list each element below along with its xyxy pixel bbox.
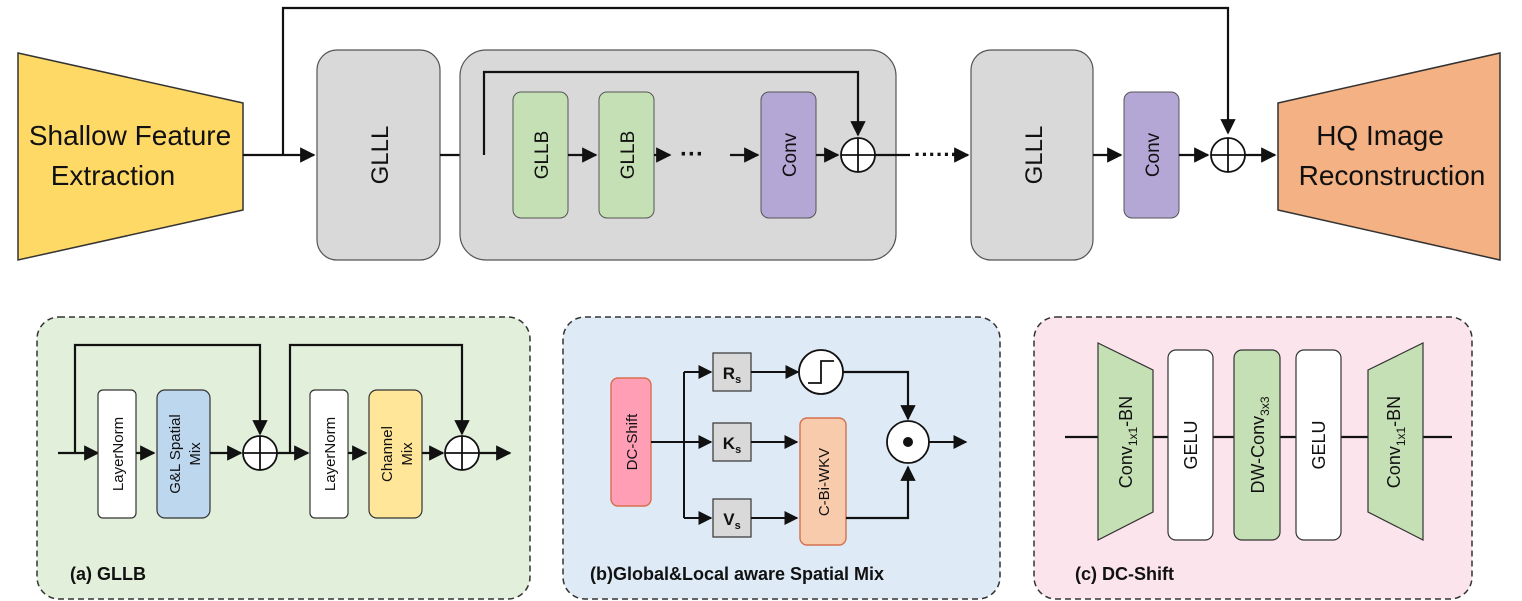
- inner-ellipsis: ···: [680, 141, 704, 168]
- svg-text:LayerNorm: LayerNorm: [322, 417, 339, 491]
- svg-text:Mix: Mix: [399, 442, 416, 466]
- add-icon-a1: [242, 435, 278, 471]
- layernorm-box-2: LayerNorm: [309, 389, 349, 519]
- conv-block-inner: Conv: [760, 91, 817, 219]
- svg-text:GLLB: GLLB: [532, 131, 553, 180]
- gll-block-last: GLLL: [970, 49, 1094, 261]
- sigmoid-gate-icon: [798, 349, 844, 395]
- r-box: Rs: [712, 352, 752, 392]
- svg-text:Vs: Vs: [723, 510, 740, 532]
- top-pipeline: Shallow Feature Extraction GLLL GLLB GLL…: [17, 6, 1501, 261]
- svg-text:G&L Spatial: G&L Spatial: [167, 414, 184, 494]
- panel-a-gllb: LayerNorm G&L Spatial Mix LayerNorm Chan…: [36, 316, 531, 600]
- svg-text:Ks: Ks: [723, 434, 741, 456]
- output-label-line1: HQ Image: [1316, 120, 1444, 151]
- svg-text:Channel: Channel: [379, 426, 396, 482]
- outer-ellipsis: ······: [914, 142, 958, 167]
- c-bi-wkv-box: C-Bi-WKV: [799, 417, 847, 546]
- panel-b-caption: (b)Global&Local aware Spatial Mix: [590, 564, 884, 584]
- input-label-line1: Shallow Feature: [29, 120, 231, 151]
- svg-text:DW-Conv3x3: DW-Conv3x3: [1248, 396, 1272, 493]
- svg-text:Conv1x1-BN: Conv1x1-BN: [1384, 396, 1408, 488]
- add-icon-a2: [444, 435, 480, 471]
- inner-add-icon: [840, 137, 876, 173]
- gll-first-label: GLLL: [367, 126, 394, 185]
- multiply-icon: [886, 420, 930, 464]
- svg-text:Conv1x1-BN: Conv1x1-BN: [1116, 396, 1140, 488]
- gelu-box-2: GELU: [1295, 349, 1342, 541]
- svg-text:Rs: Rs: [723, 364, 741, 386]
- gll-expanded-container: GLLB GLLB ··· Conv: [459, 49, 897, 261]
- shallow-feature-extraction-block: Shallow Feature Extraction: [17, 52, 244, 261]
- svg-text:Mix: Mix: [187, 442, 204, 466]
- svg-text:LayerNorm: LayerNorm: [110, 417, 127, 491]
- svg-text:C-Bi-WKV: C-Bi-WKV: [816, 448, 833, 516]
- svg-text:GELU: GELU: [1309, 420, 1329, 469]
- global-add-icon: [1210, 137, 1246, 173]
- k-box: Ks: [712, 422, 752, 462]
- svg-text:GLLB: GLLB: [618, 131, 639, 180]
- panel-c-dc-shift: Conv1x1-BN GELU DW-Conv3x3 GELU Conv1x1-…: [1033, 316, 1473, 600]
- v-box: Vs: [712, 498, 752, 538]
- svg-text:GELU: GELU: [1181, 420, 1201, 469]
- conv-bn-trapezoid-1: Conv1x1-BN: [1097, 342, 1154, 541]
- panel-a-caption: (a) GLLB: [70, 564, 146, 584]
- channel-mix-box: Channel Mix: [368, 389, 423, 519]
- output-label-line2: Reconstruction: [1299, 160, 1486, 191]
- svg-text:DC-Shift: DC-Shift: [624, 413, 641, 471]
- svg-text:Conv: Conv: [1143, 132, 1164, 177]
- layernorm-box-1: LayerNorm: [97, 389, 137, 519]
- input-label-line2: Extraction: [51, 160, 176, 191]
- panel-b-spatial-mix: DC-Shift Rs Ks Vs: [562, 316, 1001, 600]
- hq-image-reconstruction-block: HQ Image Reconstruction: [1277, 52, 1501, 261]
- dc-shift-box: DC-Shift: [610, 377, 652, 507]
- conv-bn-trapezoid-2: Conv1x1-BN: [1367, 342, 1424, 541]
- dw-conv-box: DW-Conv3x3: [1233, 349, 1281, 541]
- gllb-block-2: GLLB: [598, 91, 655, 219]
- gllb-block-1: GLLB: [512, 91, 569, 219]
- spatial-mix-box: G&L Spatial Mix: [156, 389, 211, 519]
- panel-c-caption: (c) DC-Shift: [1075, 564, 1174, 584]
- global-skip-line: [281, 6, 1236, 155]
- svg-text:Conv: Conv: [780, 132, 801, 177]
- gelu-box-1: GELU: [1167, 349, 1214, 541]
- svg-text:GLLL: GLLL: [1021, 126, 1048, 185]
- gll-block-first: GLLL: [316, 49, 441, 261]
- conv-block-last: Conv: [1123, 91, 1180, 219]
